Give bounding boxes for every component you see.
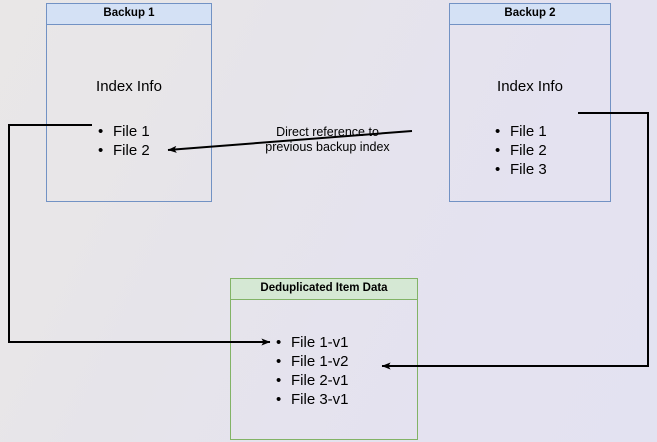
node-deduplicated-item-data[interactable]: Deduplicated Item Data File 1-v1 File 1-… [230,278,418,440]
list-item: File 2 [98,141,150,160]
list-item: File 1 [495,122,547,141]
backup-2-index-info-label: Index Info [497,78,563,95]
list-item: File 2-v1 [276,371,349,390]
node-deduplicated-item-data-body: File 1-v1 File 1-v2 File 2-v1 File 3-v1 [230,300,418,440]
node-deduplicated-item-data-header: Deduplicated Item Data [230,278,418,300]
backup-2-file-list: File 1 File 2 File 3 [495,122,547,179]
backup-1-index-info-label: Index Info [96,78,162,95]
dedup-file-list: File 1-v1 File 1-v2 File 2-v1 File 3-v1 [276,333,349,409]
list-item: File 1 [98,122,150,141]
list-item: File 1-v2 [276,352,349,371]
node-backup-1-header: Backup 1 [46,3,212,25]
list-item: File 3 [495,160,547,179]
backup-1-file-list: File 1 File 2 [98,122,150,160]
node-backup-1-body: Index Info File 1 File 2 [46,25,212,202]
edge-label-direct-reference: Direct reference to previous backup inde… [255,125,400,155]
edge-label-line-1: Direct reference to [276,125,379,139]
edge-label-line-2: previous backup index [265,140,390,154]
list-item: File 2 [495,141,547,160]
node-backup-2-body: Index Info File 1 File 2 File 3 [449,25,611,202]
node-backup-2-header: Backup 2 [449,3,611,25]
list-item: File 1-v1 [276,333,349,352]
node-backup-1[interactable]: Backup 1 Index Info File 1 File 2 [46,3,212,202]
node-backup-2[interactable]: Backup 2 Index Info File 1 File 2 File 3 [449,3,611,202]
list-item: File 3-v1 [276,390,349,409]
